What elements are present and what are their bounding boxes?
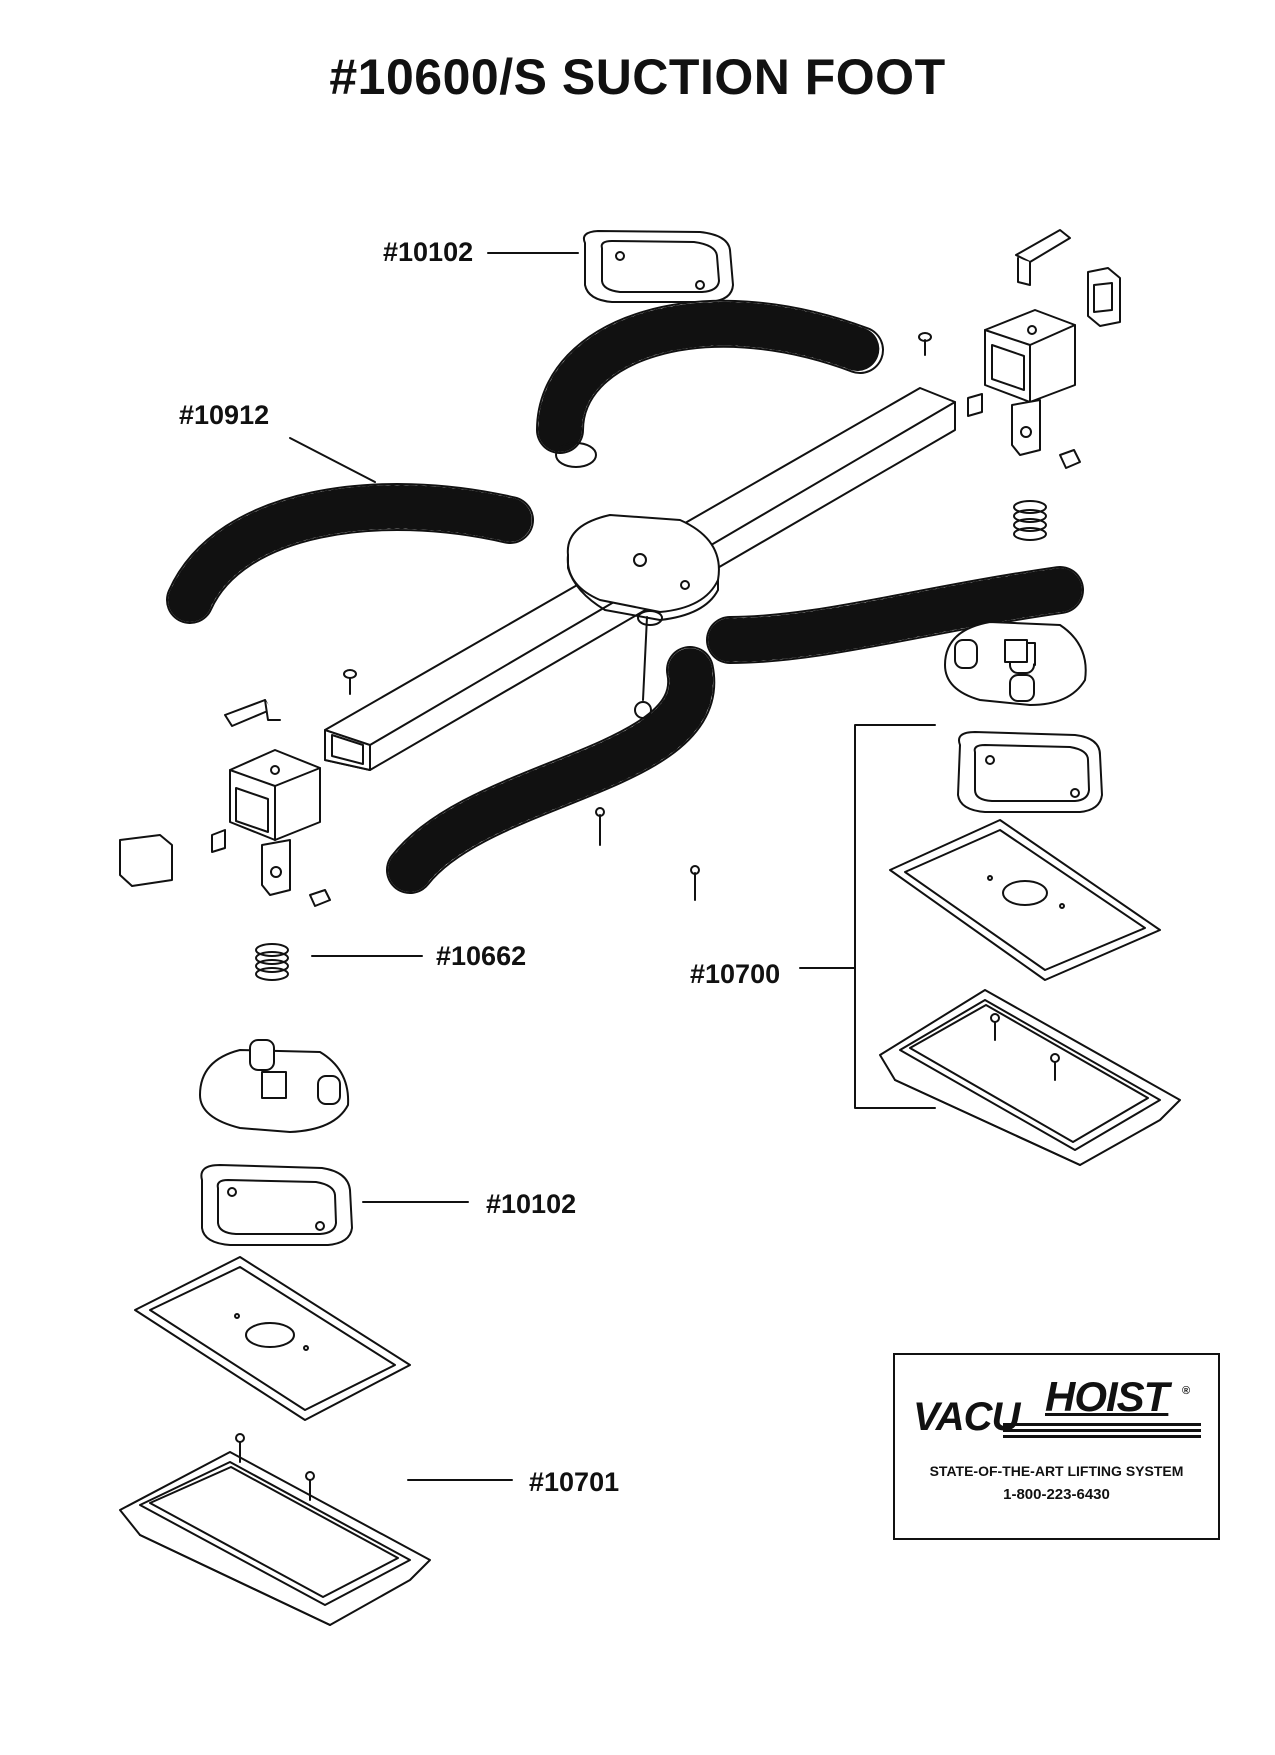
suction-pad-left — [119, 1433, 431, 1626]
spring-left — [255, 943, 289, 981]
callout-seal-bottom: #10102 — [486, 1189, 577, 1219]
callout-seal-top: #10102 — [383, 237, 474, 267]
bolt-small-top — [918, 332, 932, 356]
clamp-block-left — [119, 699, 331, 907]
leader-lines — [289, 252, 579, 1481]
suction-pad-right — [879, 989, 1181, 1166]
callout-pad-assembly-left: #10701 — [529, 1467, 620, 1497]
spring-right — [1013, 500, 1047, 541]
logo-rule-1 — [1003, 1423, 1201, 1426]
bolt-small-left — [343, 669, 357, 695]
bracket-line-10700 — [799, 724, 936, 1109]
callout-pad-assembly-right: #10700 — [690, 959, 781, 989]
vacuhoist-logo-box: VACU HOIST ® STATE-OF-THE-ART LIFTING SY… — [893, 1353, 1220, 1540]
hose-top — [536, 299, 884, 468]
suction-base-right — [944, 621, 1087, 706]
bolt-long-b — [690, 865, 700, 901]
hose-bottom — [386, 646, 716, 894]
pad-plate-left — [134, 1256, 411, 1421]
seal-gasket-top — [582, 230, 734, 303]
seal-gasket-right — [957, 731, 1103, 813]
clamp-block-right — [967, 229, 1121, 469]
logo-rule-3 — [1003, 1435, 1201, 1438]
logo-registered-mark: ® — [1182, 1385, 1191, 1397]
logo-hoist: HOIST — [1045, 1373, 1169, 1420]
suction-base-left — [199, 1039, 350, 1133]
callout-spring: #10662 — [436, 941, 527, 971]
callout-hose: #10912 — [179, 400, 270, 430]
page-title: #10600/S SUCTION FOOT — [329, 49, 946, 105]
hose-right — [706, 566, 1084, 664]
seal-gasket-bottom — [200, 1164, 353, 1246]
center-mount-plate — [566, 514, 720, 719]
bolt-long-a — [595, 807, 605, 846]
logo-vacu: VACU — [913, 1395, 1020, 1439]
logo-phone: 1-800-223-6430 — [1003, 1486, 1110, 1503]
hose-left — [166, 483, 534, 624]
logo-rule-2 — [1003, 1429, 1201, 1432]
logo-tagline: STATE-OF-THE-ART LIFTING SYSTEM — [929, 1463, 1184, 1479]
pad-plate-right — [889, 819, 1161, 981]
